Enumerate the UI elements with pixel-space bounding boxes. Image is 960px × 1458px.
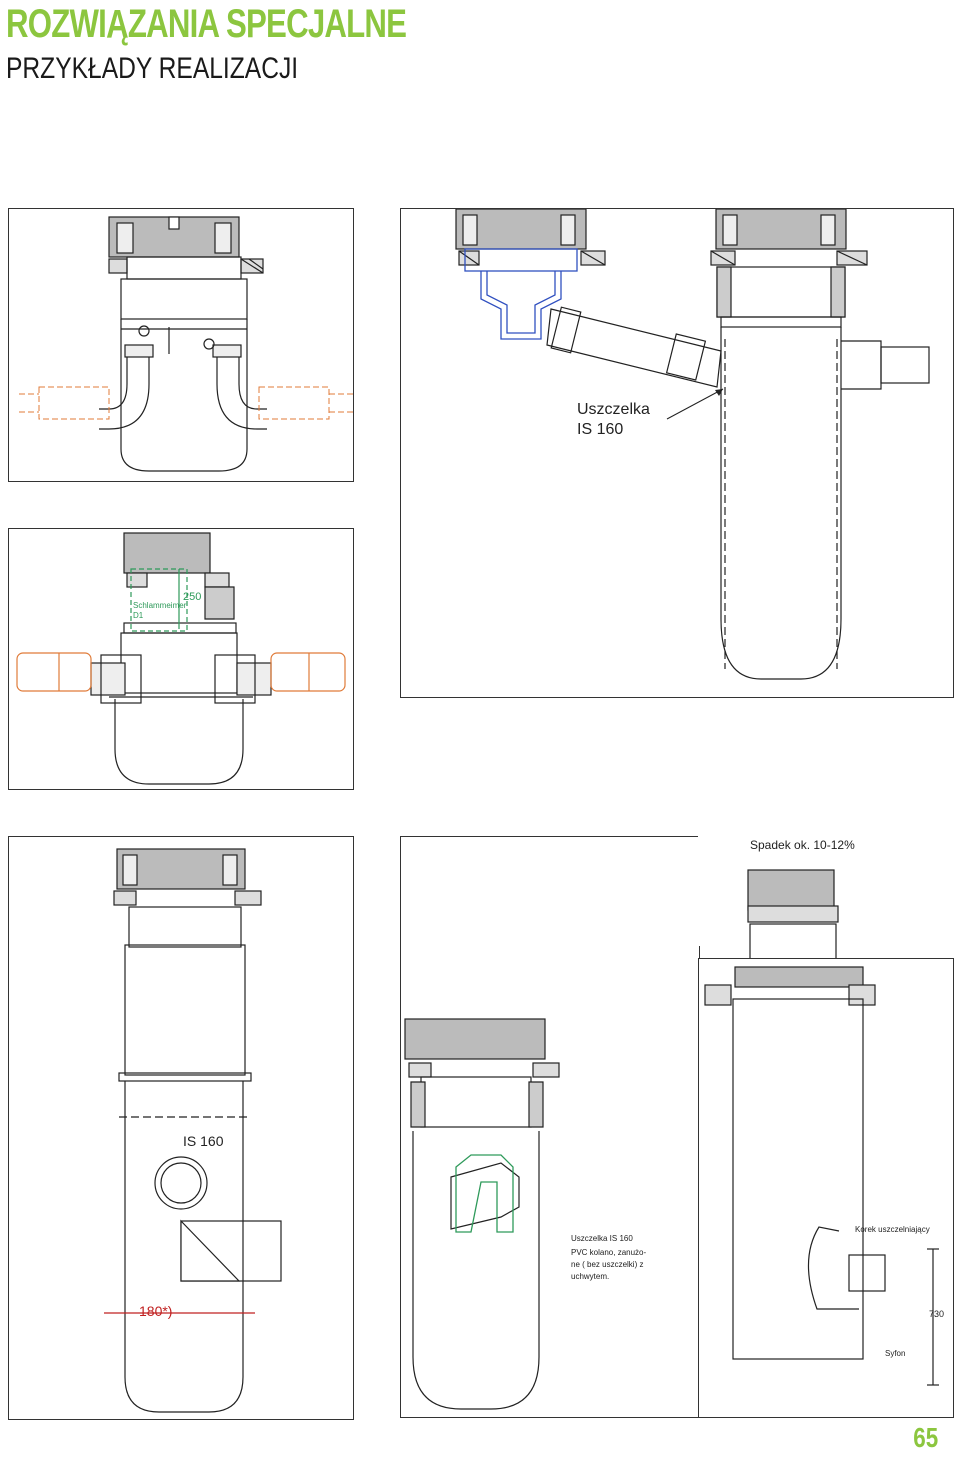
schlamm-label-2: D1 <box>133 611 144 620</box>
page-subtitle: PRZYKŁADY REALIZACJI <box>6 52 299 85</box>
plug-label: Korek uszczelniający <box>855 1225 930 1234</box>
elbow-label-line3: uchwytem. <box>571 1272 610 1281</box>
dimension-250: 250 <box>183 591 202 603</box>
seal-label-line1: Uszczelka <box>577 401 650 418</box>
drawing-panel-2: Uszczelka IS 160 <box>400 208 954 698</box>
drawing-panel-1 <box>8 208 354 482</box>
drain-drawing-3 <box>16 532 346 785</box>
drain-drawing-2 <box>455 209 930 680</box>
page-number: 65 <box>913 1422 938 1453</box>
drain-drawing-4 <box>104 848 282 1413</box>
drawing-panel-5 <box>400 836 700 1418</box>
dimension-730: 730 <box>929 1309 945 1319</box>
page-title: ROZWIĄZANIA SPECJALNE <box>6 2 407 46</box>
siphon-label: Syfon <box>885 1349 906 1358</box>
seal-label-p6: Uszczelka IS 160 <box>571 1234 633 1243</box>
drawing-panel-4: IS 160 180*) <box>8 836 354 1420</box>
schlamm-label-1: Schlammeimer <box>133 601 187 610</box>
seal-label-line2: IS 160 <box>577 421 624 438</box>
drawing-panel-3: 250 Schlammeimer D1 <box>8 528 354 790</box>
angle-label: 180*) <box>139 1303 173 1319</box>
drawing-panel-7: Korek uszczelniający 730 Syfon <box>698 958 954 1418</box>
is-160-label: IS 160 <box>183 1133 224 1149</box>
drain-drawing-5 <box>404 1018 560 1410</box>
elbow-label-line1: PVC kolano, zanużo- <box>571 1248 647 1257</box>
drain-drawing-7 <box>704 966 939 1386</box>
slope-label: Spadek ok. 10-12% <box>750 838 855 852</box>
drain-drawing-1 <box>19 216 353 472</box>
elbow-label-line2: ne ( bez uszczelki) z <box>571 1260 644 1269</box>
